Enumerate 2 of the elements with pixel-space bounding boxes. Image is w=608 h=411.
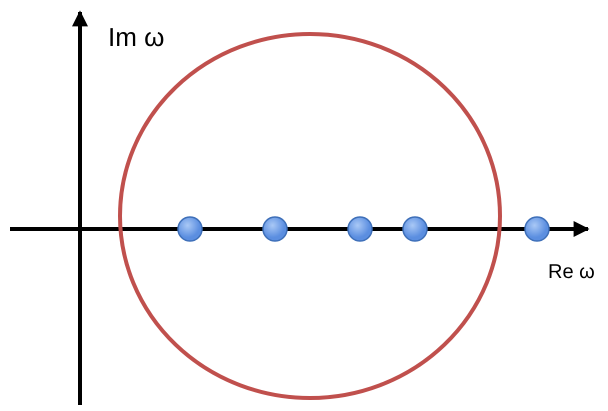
axis-label: Re ω bbox=[548, 262, 595, 282]
axis-label: Im ω bbox=[108, 24, 164, 50]
